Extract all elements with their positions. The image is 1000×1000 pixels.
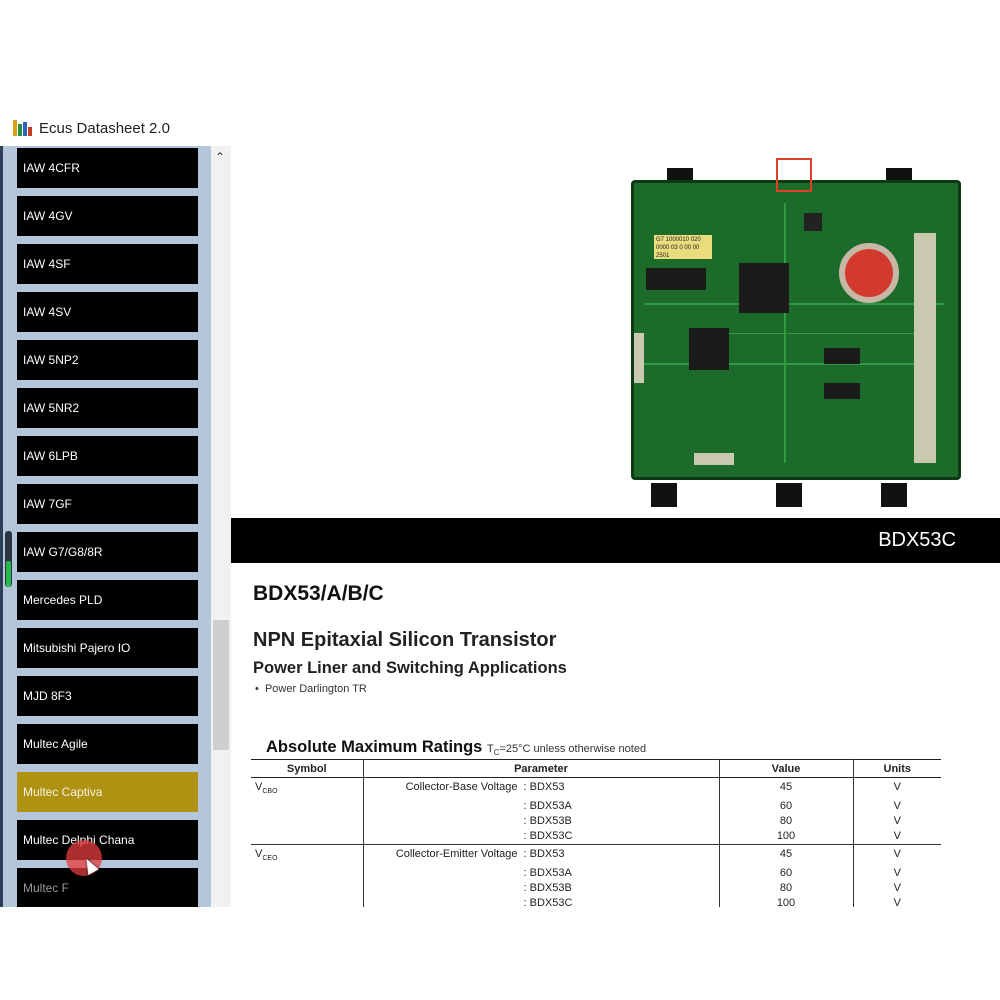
cell-parameter: Collector-Emitter Voltage: BDX53 (363, 844, 720, 867)
header-symbol: Symbol (251, 759, 364, 778)
cell-value: 100 (719, 829, 854, 845)
sidebar-item[interactable]: Multec Captiva (17, 772, 198, 812)
cell-value: 100 (719, 896, 854, 907)
sidebar-item[interactable]: Multec Delphi Chana (17, 820, 198, 860)
cell-symbol (251, 896, 364, 907)
part-number: BDX53/A/B/C (253, 582, 384, 605)
cell-value: 80 (719, 881, 854, 897)
sidebar-scroll-indicator (6, 561, 11, 587)
cell-parameter: Collector-Base Voltage: BDX53 (363, 777, 720, 800)
feature-bullet: • Power Darlington TR (255, 683, 367, 695)
pcb-board: G7 1000010 020 0000 03 0 00 00 2501 (631, 180, 961, 480)
cell-units: V (893, 830, 901, 843)
cell-units: V (853, 777, 941, 800)
cell-symbol (251, 881, 364, 897)
cell-value: 45 (719, 844, 854, 867)
datasheet-subtitle-2: Power Liner and Switching Applications (253, 659, 567, 677)
cell-parameter: : BDX53A (363, 866, 720, 882)
sidebar-scroll-thumb[interactable] (5, 531, 12, 587)
cell-value: 60 (719, 799, 854, 815)
header-value: Value (719, 759, 854, 778)
title-bar: Ecus Datasheet 2.0 (0, 110, 1000, 146)
click-highlight (66, 840, 102, 876)
header-units: Units (853, 759, 941, 778)
sidebar-item[interactable]: IAW 5NP2 (17, 340, 198, 380)
cell-parameter: : BDX53C (363, 896, 720, 907)
cell-units: V (853, 844, 941, 867)
content-scroll-thumb[interactable] (213, 620, 229, 750)
ratings-title: Absolute Maximum Ratings TC=25°C unless … (266, 738, 646, 757)
component-highlight-box (776, 158, 812, 192)
cell-parameter: : BDX53B (363, 881, 720, 897)
window-title: Ecus Datasheet 2.0 (39, 119, 170, 137)
cell-parameter: : BDX53C (363, 829, 720, 845)
sidebar-item[interactable]: IAW 4GV (17, 196, 198, 236)
sidebar-item[interactable]: Mitsubishi Pajero IO (17, 628, 198, 668)
sidebar-item[interactable]: MJD 8F3 (17, 676, 198, 716)
cell-symbol (251, 829, 364, 845)
cell-units: V (893, 800, 901, 813)
sidebar-item[interactable]: IAW 4CFR (17, 148, 198, 188)
cell-parameter: : BDX53B (363, 814, 720, 830)
component-label: BDX53C (878, 529, 956, 551)
ecu-board-photo: G7 1000010 020 0000 03 0 00 00 2501 (631, 158, 965, 508)
datasheet-content: G7 1000010 020 0000 03 0 00 00 2501 BDX5… (231, 146, 1000, 907)
sidebar-item[interactable]: IAW G7/G8/8R (17, 532, 198, 572)
sidebar-item[interactable]: Multec Agile (17, 724, 198, 764)
pcb-component-highlight (839, 243, 899, 303)
cell-value: 60 (719, 866, 854, 882)
cell-units: V (893, 867, 901, 880)
sidebar-item[interactable]: Mercedes PLD (17, 580, 198, 620)
cell-symbol: VCBO (251, 777, 364, 800)
sidebar-item[interactable]: IAW 4SF (17, 244, 198, 284)
cell-symbol (251, 866, 364, 882)
cell-value: 80 (719, 814, 854, 830)
sidebar-item[interactable]: IAW 6LPB (17, 436, 198, 476)
cell-value: 45 (719, 777, 854, 800)
app-window: Ecus Datasheet 2.0 IAW 4CFR IAW 4GV IAW 4S… (0, 110, 1000, 907)
component-header-bar: BDX53C (231, 518, 1000, 563)
cell-units: V (893, 815, 901, 828)
pcb-sticker: G7 1000010 020 0000 03 0 00 00 2501 (654, 235, 712, 259)
sidebar-item[interactable]: IAW 5NR2 (17, 388, 198, 428)
app-logo-icon (13, 119, 33, 137)
sidebar-item[interactable]: Multec F (17, 868, 198, 907)
cell-symbol (251, 814, 364, 830)
ratings-header-row: Symbol Parameter Value Units (251, 759, 941, 778)
cell-symbol: VCEO (251, 844, 364, 867)
sidebar-item[interactable]: IAW 7GF (17, 484, 198, 524)
sidebar-item[interactable]: IAW 4SV (17, 292, 198, 332)
ratings-title-text: Absolute Maximum Ratings (266, 738, 483, 756)
sidebar-edge (0, 146, 3, 907)
cell-parameter: : BDX53A (363, 799, 720, 815)
feature-bullet-text: Power Darlington TR (264, 683, 367, 695)
header-parameter: Parameter (363, 759, 720, 778)
content-scrollbar[interactable]: ⌃ (211, 146, 231, 907)
cell-symbol (251, 799, 364, 815)
ratings-note: TC=25°C unless otherwise noted (486, 743, 647, 758)
scroll-up-icon[interactable]: ⌃ (215, 150, 226, 164)
datasheet-subtitle: NPN Epitaxial Silicon Transistor (253, 629, 557, 651)
cell-units: V (893, 882, 901, 895)
cell-units: V (893, 897, 901, 907)
